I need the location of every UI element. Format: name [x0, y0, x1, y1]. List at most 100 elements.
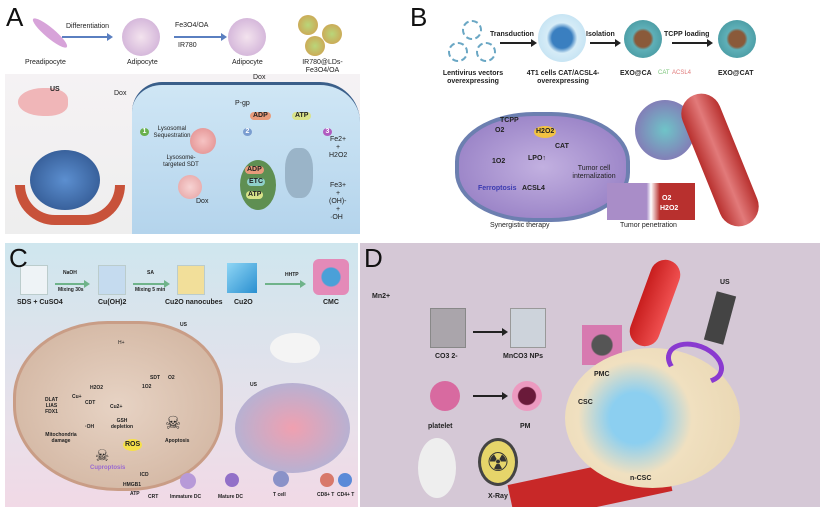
beaker-cu2o-icon [177, 265, 205, 295]
label-us-2: US [250, 382, 257, 388]
panel-letter-c: C [9, 243, 28, 273]
label-icd: ICD [140, 472, 149, 478]
label-acsl4: ACSL4 [522, 185, 545, 192]
penetration-inset [607, 183, 695, 220]
arrow-top-naoh: NaOH [63, 270, 77, 276]
pm-icon [512, 381, 542, 411]
label-plus-3: + [336, 206, 341, 213]
beaker-co3-icon [430, 308, 466, 348]
arrow-naoh [55, 280, 90, 288]
step-number-1: 1 [140, 128, 149, 137]
tumor-cluster-icon [565, 348, 740, 488]
label-dox-top: Dox [253, 74, 266, 81]
label-o2: O2 [495, 127, 505, 134]
lentivirus-icon [462, 20, 482, 40]
label-mn2: Mn2+ [372, 293, 391, 300]
step-adipocyte-2: Adipocyte [232, 59, 263, 66]
label-cdt: CDT [85, 400, 96, 406]
beaker-cuoh2-icon [98, 265, 126, 295]
golgi-icon [285, 148, 313, 198]
step-lentivirus: Lentivirus vectors overexpressing [442, 70, 504, 86]
platelet-icon [430, 381, 460, 411]
lipid-droplet-icon [305, 36, 325, 56]
arrow-label-fe3o4: Fe3O4/OA [175, 22, 209, 29]
label-etc: ETC [247, 178, 265, 187]
label-pmc: PMC [594, 371, 610, 378]
label-mnco3-nps: MnCO3 NPs [503, 353, 544, 360]
label-h-plus: H+ [118, 340, 125, 346]
step-number-2: 2 [243, 128, 252, 137]
lentivirus-icon [476, 42, 496, 62]
skull-icon: ☠ [95, 448, 110, 465]
label-o2-inset: O2 [662, 195, 672, 202]
panel-letter-a: A [6, 2, 24, 32]
cell-interior [13, 321, 223, 491]
step-cu2o: Cu2O [234, 299, 253, 306]
label-csc: CSC [578, 399, 593, 406]
label-tcpp: TCPP [500, 117, 519, 124]
arrow-hhtp [265, 280, 306, 288]
label-oh-radical: ·OH [85, 424, 95, 430]
label-platelet: platelet [428, 423, 453, 430]
lentivirus-icon [448, 42, 468, 62]
label-x-ray: X-Ray [488, 493, 508, 500]
beaker-sds-icon [20, 265, 48, 295]
label-cu2-plus: Cu2+ [110, 404, 123, 410]
arrow-label-differentiation: Differentiation [66, 23, 110, 30]
panel-b: B Lentivirus vectors overexpressing Tran… [410, 0, 825, 240]
arrow-bottom-mixing-30s: Mixing 30s [58, 287, 84, 293]
label-cuproptosis: Cuproptosis [90, 465, 126, 471]
cell-t-cell: T cell [273, 492, 286, 498]
label-adp-1: ADP [250, 112, 271, 121]
label-synergistic-therapy: Synergistic therapy [490, 222, 550, 229]
label-cat: CAT [555, 143, 569, 150]
adipocyte-icon [122, 18, 160, 56]
cd4-t-icon [338, 473, 352, 487]
panel-c: C SDS + CuSO4 NaOH Mixing 30s Cu(OH)2 SA… [5, 243, 358, 507]
lipid-droplet-icon [298, 15, 318, 35]
label-adp-2: ADP [245, 166, 264, 175]
cell-mature-dc: Mature DC [218, 494, 244, 500]
label-n-csc: n-CSC [630, 475, 652, 482]
legend-acsl4: ACSL4 [672, 70, 692, 76]
exo-ca-icon [624, 20, 662, 58]
label-lysosomal-sequestration: Lysosomal Sequestration [153, 126, 191, 139]
arrow-loading [174, 33, 227, 41]
arrow-top-sa: SA [147, 270, 154, 276]
label-h2o2: H2O2 [329, 152, 348, 159]
radiation-icon: ☢ [478, 438, 518, 486]
t-cell-icon [273, 471, 289, 487]
label-fe2: Fe2+ [330, 136, 347, 143]
arrow-differentiation [62, 33, 113, 41]
cell-immature-dc: Immature DC [170, 494, 202, 500]
arrow-bottom-mixing-5min: Mixing 5 min [135, 287, 166, 293]
arrow-tcpp-loading [672, 39, 713, 47]
arrow-platelet-to-pm [473, 392, 508, 400]
arrow-isolation [590, 39, 621, 47]
label-cu-plus: Cu+ [72, 394, 82, 400]
4t1-cell-icon [538, 14, 586, 62]
label-crt: CRT [148, 494, 159, 500]
label-atp-1: ATP [292, 112, 312, 121]
label-lysosome-targeted-sdt: Lysosome-targeted SDT [163, 155, 199, 168]
label-tumor-penetration: Tumor penetration [620, 222, 677, 229]
label-pm: PM [520, 423, 531, 430]
mature-dc-icon [225, 473, 239, 487]
label-atp: ATP [130, 491, 140, 497]
label-sdt: SDT [150, 375, 160, 381]
label-oh-minus: (OH)- [329, 198, 347, 205]
arrow-label-tcpp-loading: TCPP loading [664, 31, 710, 38]
beaker-mnco3-icon [510, 308, 546, 348]
cell-interior [132, 82, 360, 234]
label-lpo: LPO↑ [528, 155, 546, 162]
cmc-icon [313, 259, 349, 295]
skull-icon: ☠ [165, 413, 182, 433]
step-cu2o-nanocubes: Cu2O nanocubes [165, 299, 223, 306]
arrow-label-isolation: Isolation [586, 31, 615, 38]
label-fe3: Fe3+ [330, 182, 347, 189]
legend-cat: CAT [658, 70, 670, 76]
label-internalization: Tumor cell internalization [572, 165, 616, 181]
step-cmc: CMC [323, 299, 339, 306]
lysosome-icon [190, 128, 216, 154]
label-singlet-oxygen: 1O2 [492, 158, 506, 165]
